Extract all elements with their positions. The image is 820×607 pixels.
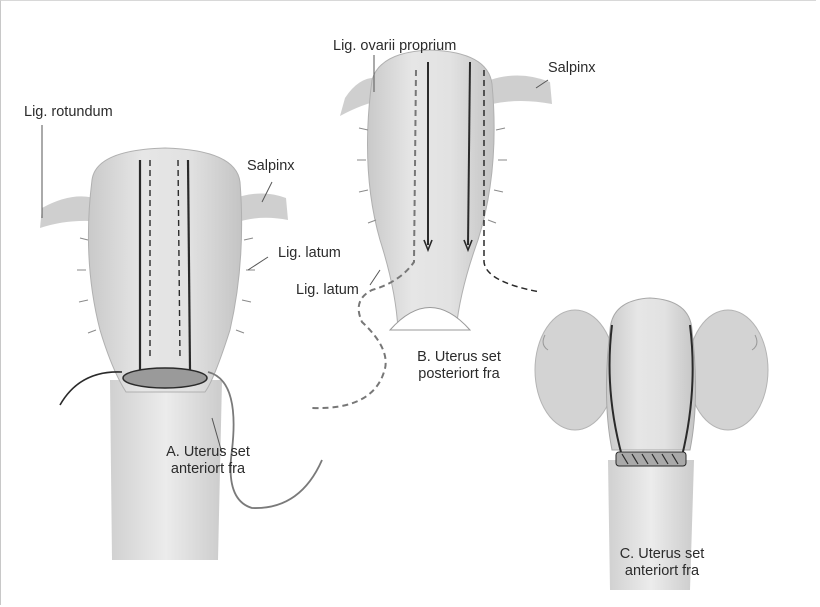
opening-a [123, 368, 207, 388]
caption-b: B. Uterus set posteriort fra [399, 349, 519, 383]
uterus-a [40, 125, 322, 560]
pointer-lig-latum-a [248, 257, 268, 270]
caption-c-line1: C. Uterus set [602, 546, 722, 563]
label-lig-ovarii-proprium: Lig. ovarii proprium [333, 38, 456, 55]
caption-a-line1: A. Uterus set [148, 444, 268, 461]
side-lobe-left-c [535, 310, 615, 430]
corpus-c [606, 298, 695, 450]
label-lig-rotundum: Lig. rotundum [24, 104, 113, 121]
caption-a-line2: anteriort fra [148, 461, 268, 478]
label-salpinx-a: Salpinx [247, 158, 295, 175]
caption-b-line1: B. Uterus set [399, 349, 519, 366]
caption-b-line2: posteriort fra [399, 366, 519, 383]
suture-thread-a2 [208, 372, 322, 508]
caption-a: A. Uterus set anteriort fra [148, 444, 268, 478]
label-lig-latum-a: Lig. latum [278, 245, 341, 262]
corpus-a [88, 148, 241, 392]
salpinx-right-b [490, 75, 552, 104]
pointer-lig-latum-b [370, 270, 380, 285]
caption-c-line2: anteriort fra [602, 563, 722, 580]
caption-c: C. Uterus set anteriort fra [602, 546, 722, 580]
label-salpinx-b: Salpinx [548, 60, 596, 77]
label-lig-latum-b: Lig. latum [296, 282, 359, 299]
side-lobe-right-c [688, 310, 768, 430]
corpus-b [368, 50, 495, 330]
